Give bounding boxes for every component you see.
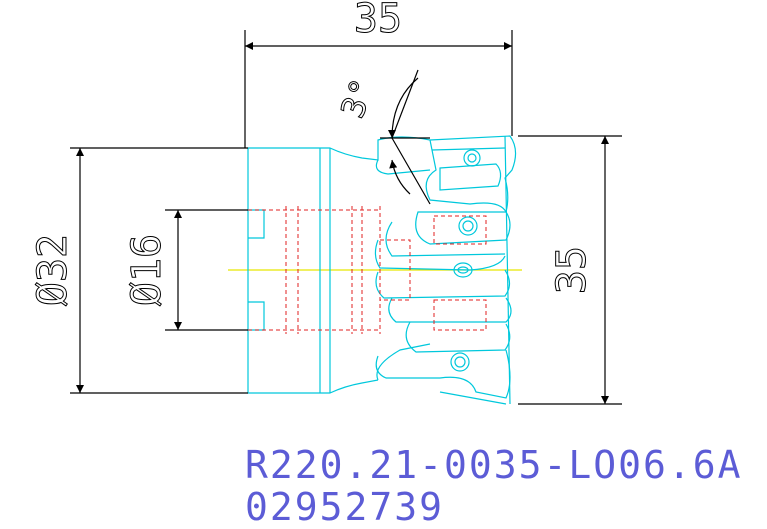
part-designation: R220.21-0035-LO06.6A	[245, 443, 743, 487]
bore-hidden-lines	[248, 206, 487, 334]
article-number: 02952739	[245, 485, 445, 529]
angle-arc	[388, 77, 419, 139]
top-width-label: 35	[354, 0, 402, 42]
outer-diameter-label: Ø32	[30, 234, 76, 306]
right-height-label: 35	[549, 246, 595, 294]
dimensions	[70, 30, 622, 405]
angle-label: 3°	[333, 74, 382, 123]
bore-diameter-label: Ø16	[124, 234, 170, 306]
